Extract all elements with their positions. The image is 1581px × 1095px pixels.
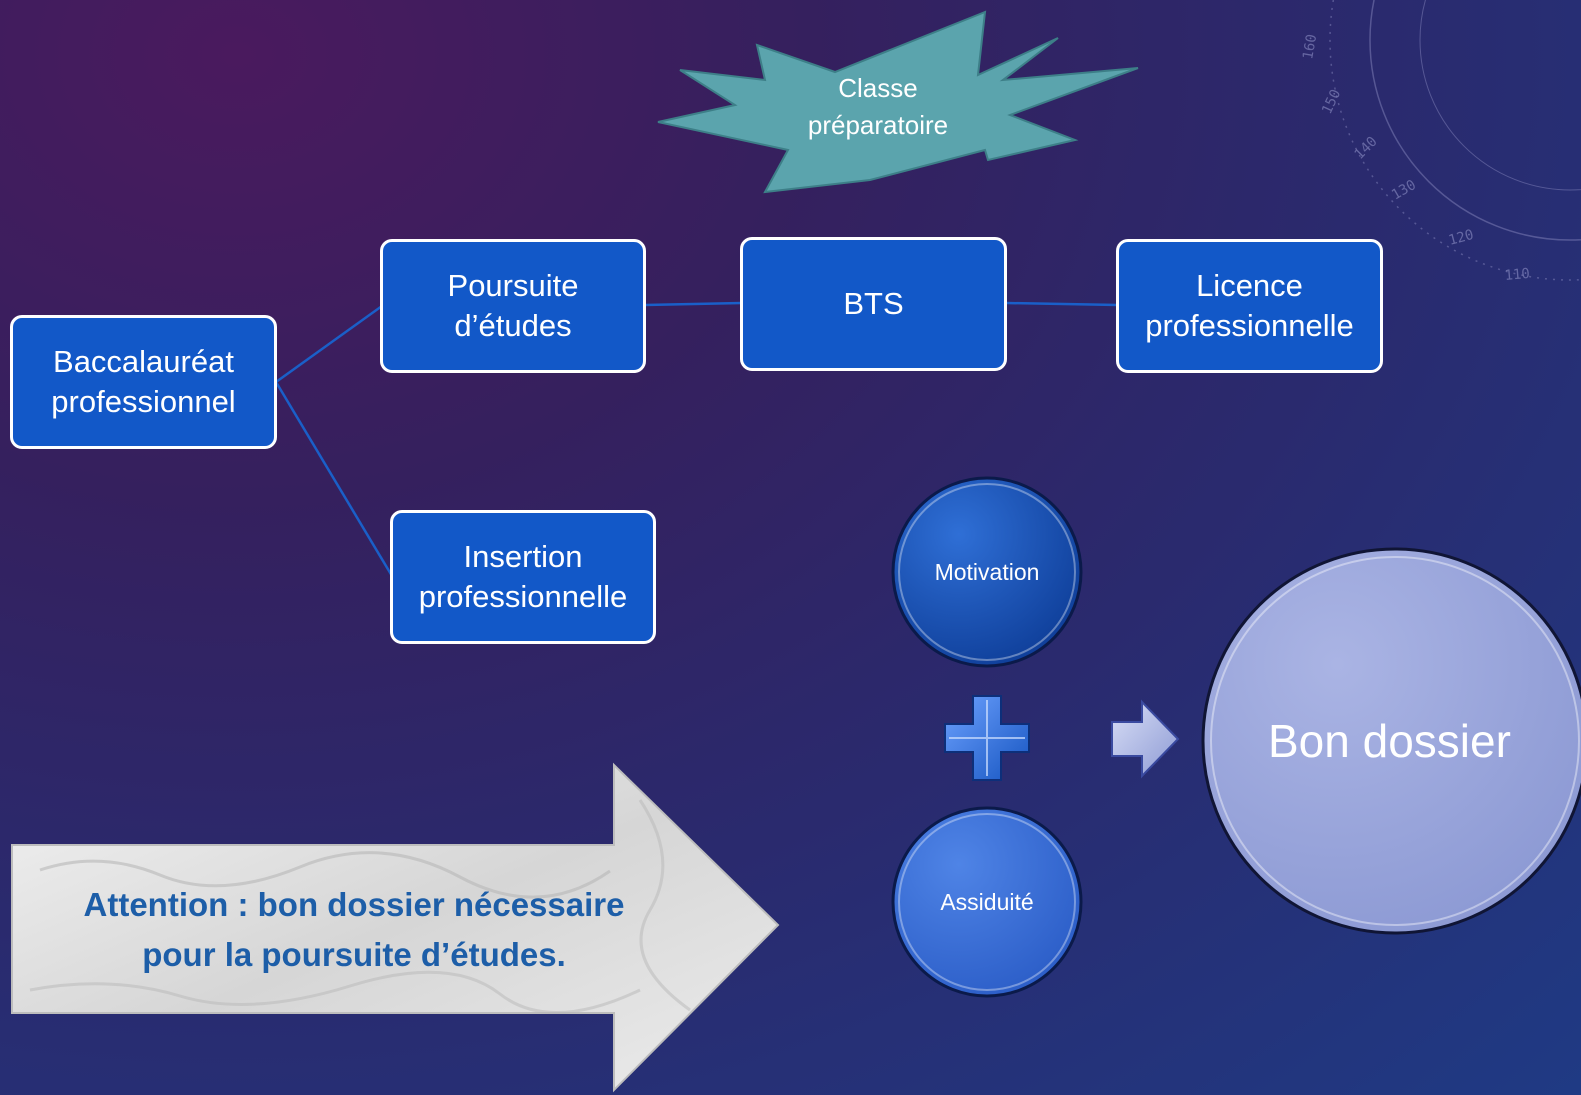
attention-text: Attention : bon dossier nécessaire pour … [20,880,688,980]
poursuite-line1: Poursuite [447,268,579,303]
poursuite-line2: d’études [454,308,572,343]
decorative-dial [1329,0,1581,281]
big-arrow-shape [11,762,780,1093]
motivation-circle: Motivation [893,478,1081,666]
connector-bac-insertion [274,381,394,577]
connector-bts-licence [1005,301,1119,307]
bts-box: BTS [740,237,1007,371]
plus-icon [944,695,1030,781]
insertion-line1: Insertion [463,539,583,574]
licence-box: Licence professionnelle [1116,239,1383,373]
insertion-line2: professionnelle [418,579,628,614]
bon-dossier-label: Bon dossier [1268,715,1511,767]
connectors [274,301,1119,577]
dial-number: 130 [1389,177,1419,204]
starburst-line1: Classe [838,73,918,103]
assiduite-circle-shape [891,806,1083,998]
licence-line2: professionnelle [1145,308,1354,343]
starburst-label: Classe préparatoire [778,70,978,144]
bts-line1: BTS [843,286,904,321]
motivation-circle-shape [891,476,1083,668]
assiduite-circle: Assiduité [893,808,1081,996]
dial-number: 110 [1504,266,1531,284]
bon-dossier-circle-shape [1201,547,1581,935]
attention-line1: Attention : bon dossier nécessaire [83,886,625,923]
bac-line1: Baccalauréat [53,344,234,379]
poursuite-box: Poursuite d’études [380,239,646,373]
connector-bac-poursuite [275,304,383,384]
insertion-box: Insertion professionnelle [390,510,656,644]
starburst-shape [657,10,1139,194]
licence-line1: Licence [1196,268,1303,303]
dial-number: 160 [1300,33,1320,61]
dial-number: 140 [1352,134,1381,163]
dial-number: 120 [1447,227,1476,249]
starburst-line2: préparatoire [807,110,949,140]
bon-dossier-circle: Bon dossier [1203,549,1581,933]
right-arrow-icon [1111,699,1180,779]
bac-box: Baccalauréat professionnel [10,315,277,449]
connector-poursuite-bts [644,301,743,307]
assiduite-label: Assiduité [940,888,1034,915]
attention-line2: pour la poursuite d’études. [142,936,566,973]
bac-line2: professionnel [51,384,236,419]
motivation-label: Motivation [934,558,1040,585]
